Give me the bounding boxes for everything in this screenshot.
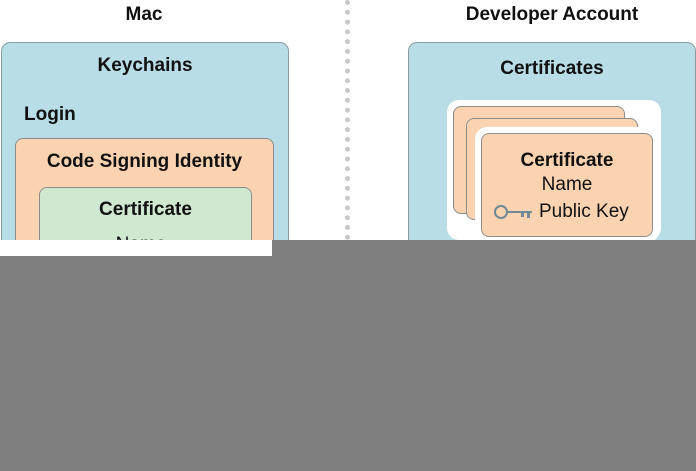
developer-account-heading: Developer Account — [465, 4, 639, 25]
overlay-notch — [0, 240, 272, 256]
dev-certificate-title: Certificate — [520, 150, 614, 171]
redaction-overlay — [0, 240, 696, 471]
dev-certificate-card: Certificate Name Public Key — [481, 133, 653, 237]
key-icon — [494, 203, 534, 226]
login-label: Login — [24, 104, 76, 125]
mac-certificate-title: Certificate — [99, 199, 192, 220]
public-key-label: Public Key — [539, 201, 629, 222]
public-key-row: Public Key — [494, 200, 650, 224]
column-divider — [345, 0, 350, 240]
certificates-title: Certificates — [500, 58, 604, 79]
code-signing-identity-title: Code Signing Identity — [46, 151, 243, 172]
keychains-title: Keychains — [97, 55, 193, 76]
dev-certificate-name: Name — [541, 174, 593, 195]
mac-heading: Mac — [125, 4, 163, 25]
